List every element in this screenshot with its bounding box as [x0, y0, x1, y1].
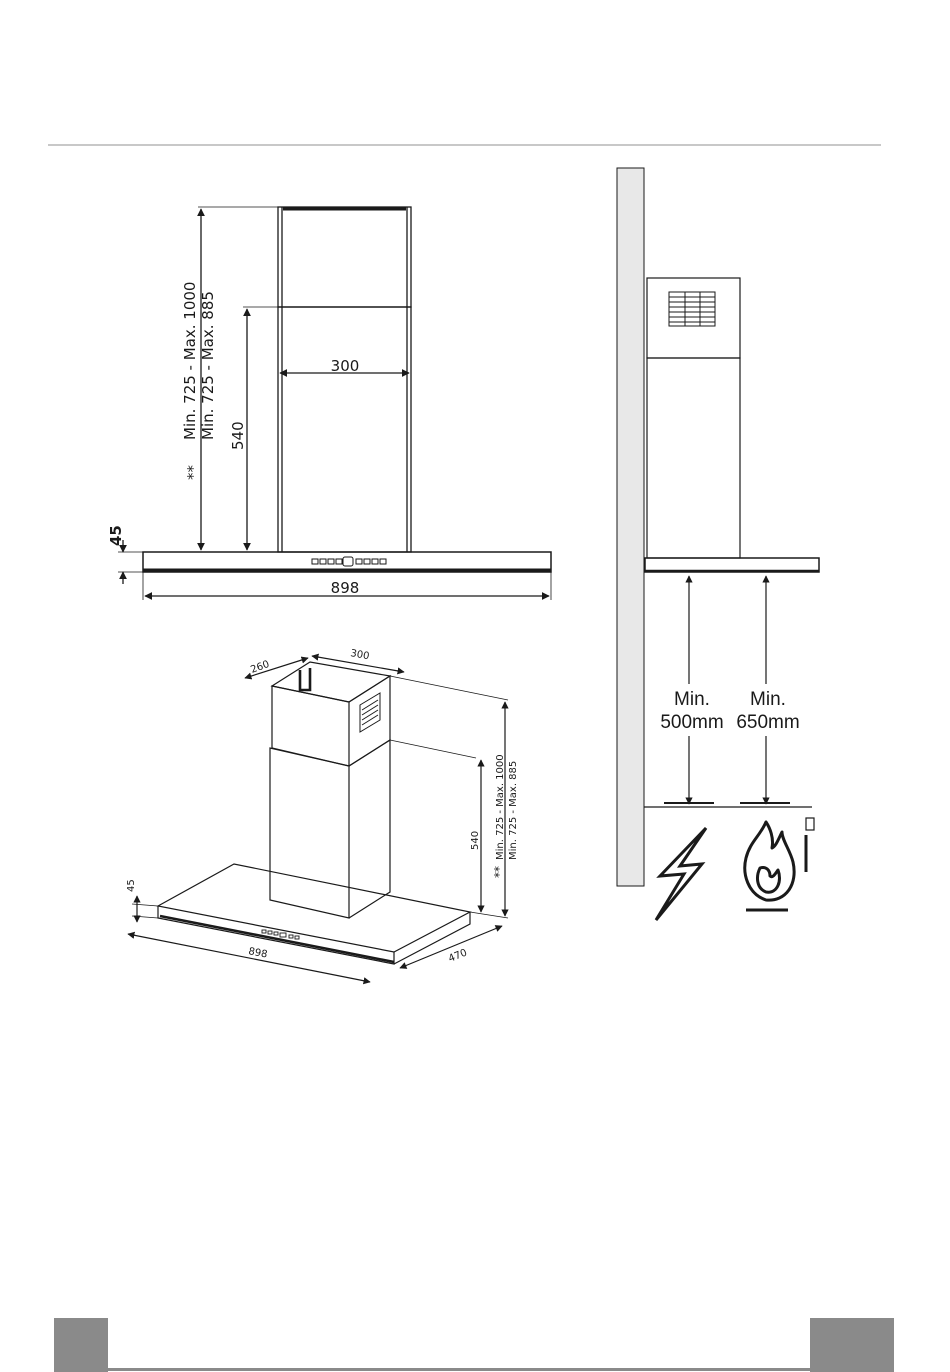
electric-label-min: Min.: [674, 689, 710, 710]
side-chimney-lower: [647, 358, 740, 558]
footer-right-tab: [810, 1318, 894, 1372]
gas-label-mm: 650mm: [736, 712, 799, 733]
side-vent-grille: [669, 292, 715, 326]
gas-label-min: Min.: [750, 689, 786, 710]
electric-label-mm: 500mm: [660, 712, 723, 733]
cooktop-knob: [806, 818, 814, 830]
flame-icon: [745, 822, 794, 910]
footer-rule: [108, 1368, 810, 1371]
wall: [617, 168, 644, 886]
side-chimney-upper: [647, 278, 740, 358]
footer-left-tab: [54, 1318, 108, 1372]
lightning-bolt-icon: [656, 828, 706, 920]
